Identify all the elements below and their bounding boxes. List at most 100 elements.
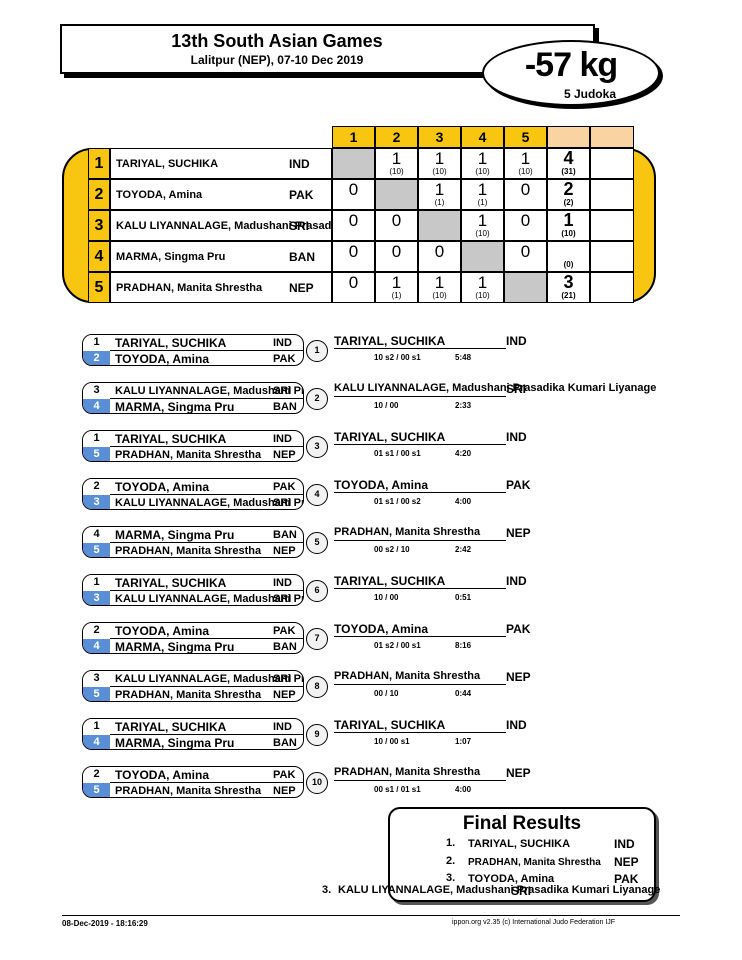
pool-competitor-country: NEP <box>289 281 314 295</box>
contest-white: 2 TOYODA, Amina PAK <box>83 767 303 783</box>
contest-score: 10 / 00 s1 <box>374 737 410 746</box>
contest-winner-name: TARIYAL, SUCHIKA <box>334 718 506 733</box>
final-name: KALU LIYANNALAGE, Madushani Prasadika Ku… <box>338 884 661 896</box>
contest-winner-country: NEP <box>506 766 531 780</box>
pool-column-header: 5 <box>504 126 547 148</box>
contest-time: 8:16 <box>455 641 472 650</box>
contest-time: 0:44 <box>455 689 472 698</box>
pool-points: (10) <box>432 291 447 300</box>
contest-score: 00 s1 / 01 s1 <box>374 785 421 794</box>
contest-score: 01 s1 / 00 s2 <box>374 497 421 506</box>
pool-rank-cell <box>590 210 634 241</box>
pool-score-cell: 1(10) <box>461 148 504 179</box>
contest-number-badge: 6 <box>306 580 328 602</box>
pool-total-cell: (0) <box>547 241 590 272</box>
final-result-row: 2. PRADHAN, Manita Shrestha NEP <box>390 855 658 871</box>
pool-score-cell: 0 <box>375 241 418 272</box>
pool-score: 1 <box>434 273 445 292</box>
pool-points: (1) <box>477 198 488 207</box>
contest-number-badge: 9 <box>306 724 328 746</box>
contest-seed: 1 <box>83 335 110 351</box>
contest-competitor-name: TOYODA, Amina <box>115 352 210 366</box>
final-result-row: 3. KALU LIYANNALAGE, Madushani Prasadika… <box>322 884 682 900</box>
pool-score: 0 <box>348 273 359 292</box>
pool-score: 1 <box>434 180 445 199</box>
pool-competitor-country: PAK <box>289 188 314 202</box>
pool-competitor: KALU LIYANNALAGE, Madushani Prasadika Ku… <box>110 210 438 241</box>
pool-seed: 3 <box>88 210 110 241</box>
contest-number-badge: 2 <box>306 388 328 410</box>
contest-winner-country: IND <box>506 430 527 444</box>
pool-score-cell: 1(10) <box>461 272 504 303</box>
contest-competitor-country: PAK <box>273 481 296 493</box>
final-country: NEP <box>614 855 639 869</box>
pool-score-cell: 1(10) <box>375 148 418 179</box>
contest-competitor-name: TOYODA, Amina <box>115 768 210 782</box>
contest-winner-name: KALU LIYANNALAGE, Madushani Prasadika Ku… <box>334 382 656 397</box>
pool-score: 0 <box>520 180 531 199</box>
pool-column-header <box>547 126 590 148</box>
contest-seed: 5 <box>83 687 110 701</box>
contest-time: 0:51 <box>455 593 472 602</box>
contest-competitor-name: TARIYAL, SUCHIKA <box>115 432 227 446</box>
contest-competitor-country: SRI <box>273 593 292 605</box>
contest-seed: 4 <box>83 735 110 749</box>
contest-seed: 2 <box>83 767 110 783</box>
contest-winner-country: SRI <box>506 382 527 396</box>
pool-cell-blank <box>504 272 547 303</box>
pool-score-cell: 0 <box>504 210 547 241</box>
pool-score-cell: 1(1) <box>461 179 504 210</box>
final-place: 3. <box>446 872 456 884</box>
contest-competitor-name: KALU LIYANNALAGE, Madushani Prasadika Ku… <box>115 497 303 509</box>
final-result-row: 3. TOYODA, Amina PAK <box>390 872 658 888</box>
pool-score-cell: 0 <box>504 179 547 210</box>
pool-score: 0 <box>434 242 445 261</box>
contest-winner-country: IND <box>506 334 527 348</box>
pool-competitor-name: TOYODA, Amina <box>116 189 203 201</box>
contest-competitor-name: KALU LIYANNALAGE, Madushani Prasadika Ku… <box>115 385 303 397</box>
contest-competitor-country: NEP <box>273 545 296 557</box>
pool-score: 1 <box>477 273 488 292</box>
pool-score-cell: 1(10) <box>418 272 461 303</box>
pool-total-points: (21) <box>561 291 576 300</box>
footer-credit: ippon.org v2.35 (c) International Judo F… <box>452 919 616 926</box>
contest-competitor-country: NEP <box>273 449 296 461</box>
pool-competitor-name: PRADHAN, Manita Shrestha <box>116 282 263 294</box>
contest-number-badge: 5 <box>306 532 328 554</box>
contest-winner-name: TOYODA, Amina <box>334 622 506 637</box>
final-results-box: Final Results 1. TARIYAL, SUCHIKA IND 2.… <box>388 807 656 902</box>
pool-total-cell: 1(10) <box>547 210 590 241</box>
pool-score-cell: 1(10) <box>461 210 504 241</box>
contest-competitor-name: MARMA, Singma Pru <box>115 400 235 414</box>
contest-seed: 4 <box>83 527 110 543</box>
final-results-title: Final Results <box>462 813 582 834</box>
pool-points: (10) <box>475 229 490 238</box>
contest-time: 2:33 <box>455 401 472 410</box>
contest-competitor-country: PAK <box>273 769 296 781</box>
contest-competitor-name: PRADHAN, Manita Shrestha <box>115 785 262 797</box>
pool-score: 1 <box>477 149 488 168</box>
pool-score: 0 <box>520 211 531 230</box>
contest-competitor-country: IND <box>273 337 292 349</box>
judoka-count: 5 Judoka <box>563 87 616 101</box>
contest-competitor-name: MARMA, Singma Pru <box>115 736 235 750</box>
final-result-row: 1. TARIYAL, SUCHIKA IND <box>390 837 658 853</box>
contest-seed: 4 <box>83 399 110 413</box>
event-title-box: 13th South Asian Games Lalitpur (NEP), 0… <box>60 24 595 74</box>
